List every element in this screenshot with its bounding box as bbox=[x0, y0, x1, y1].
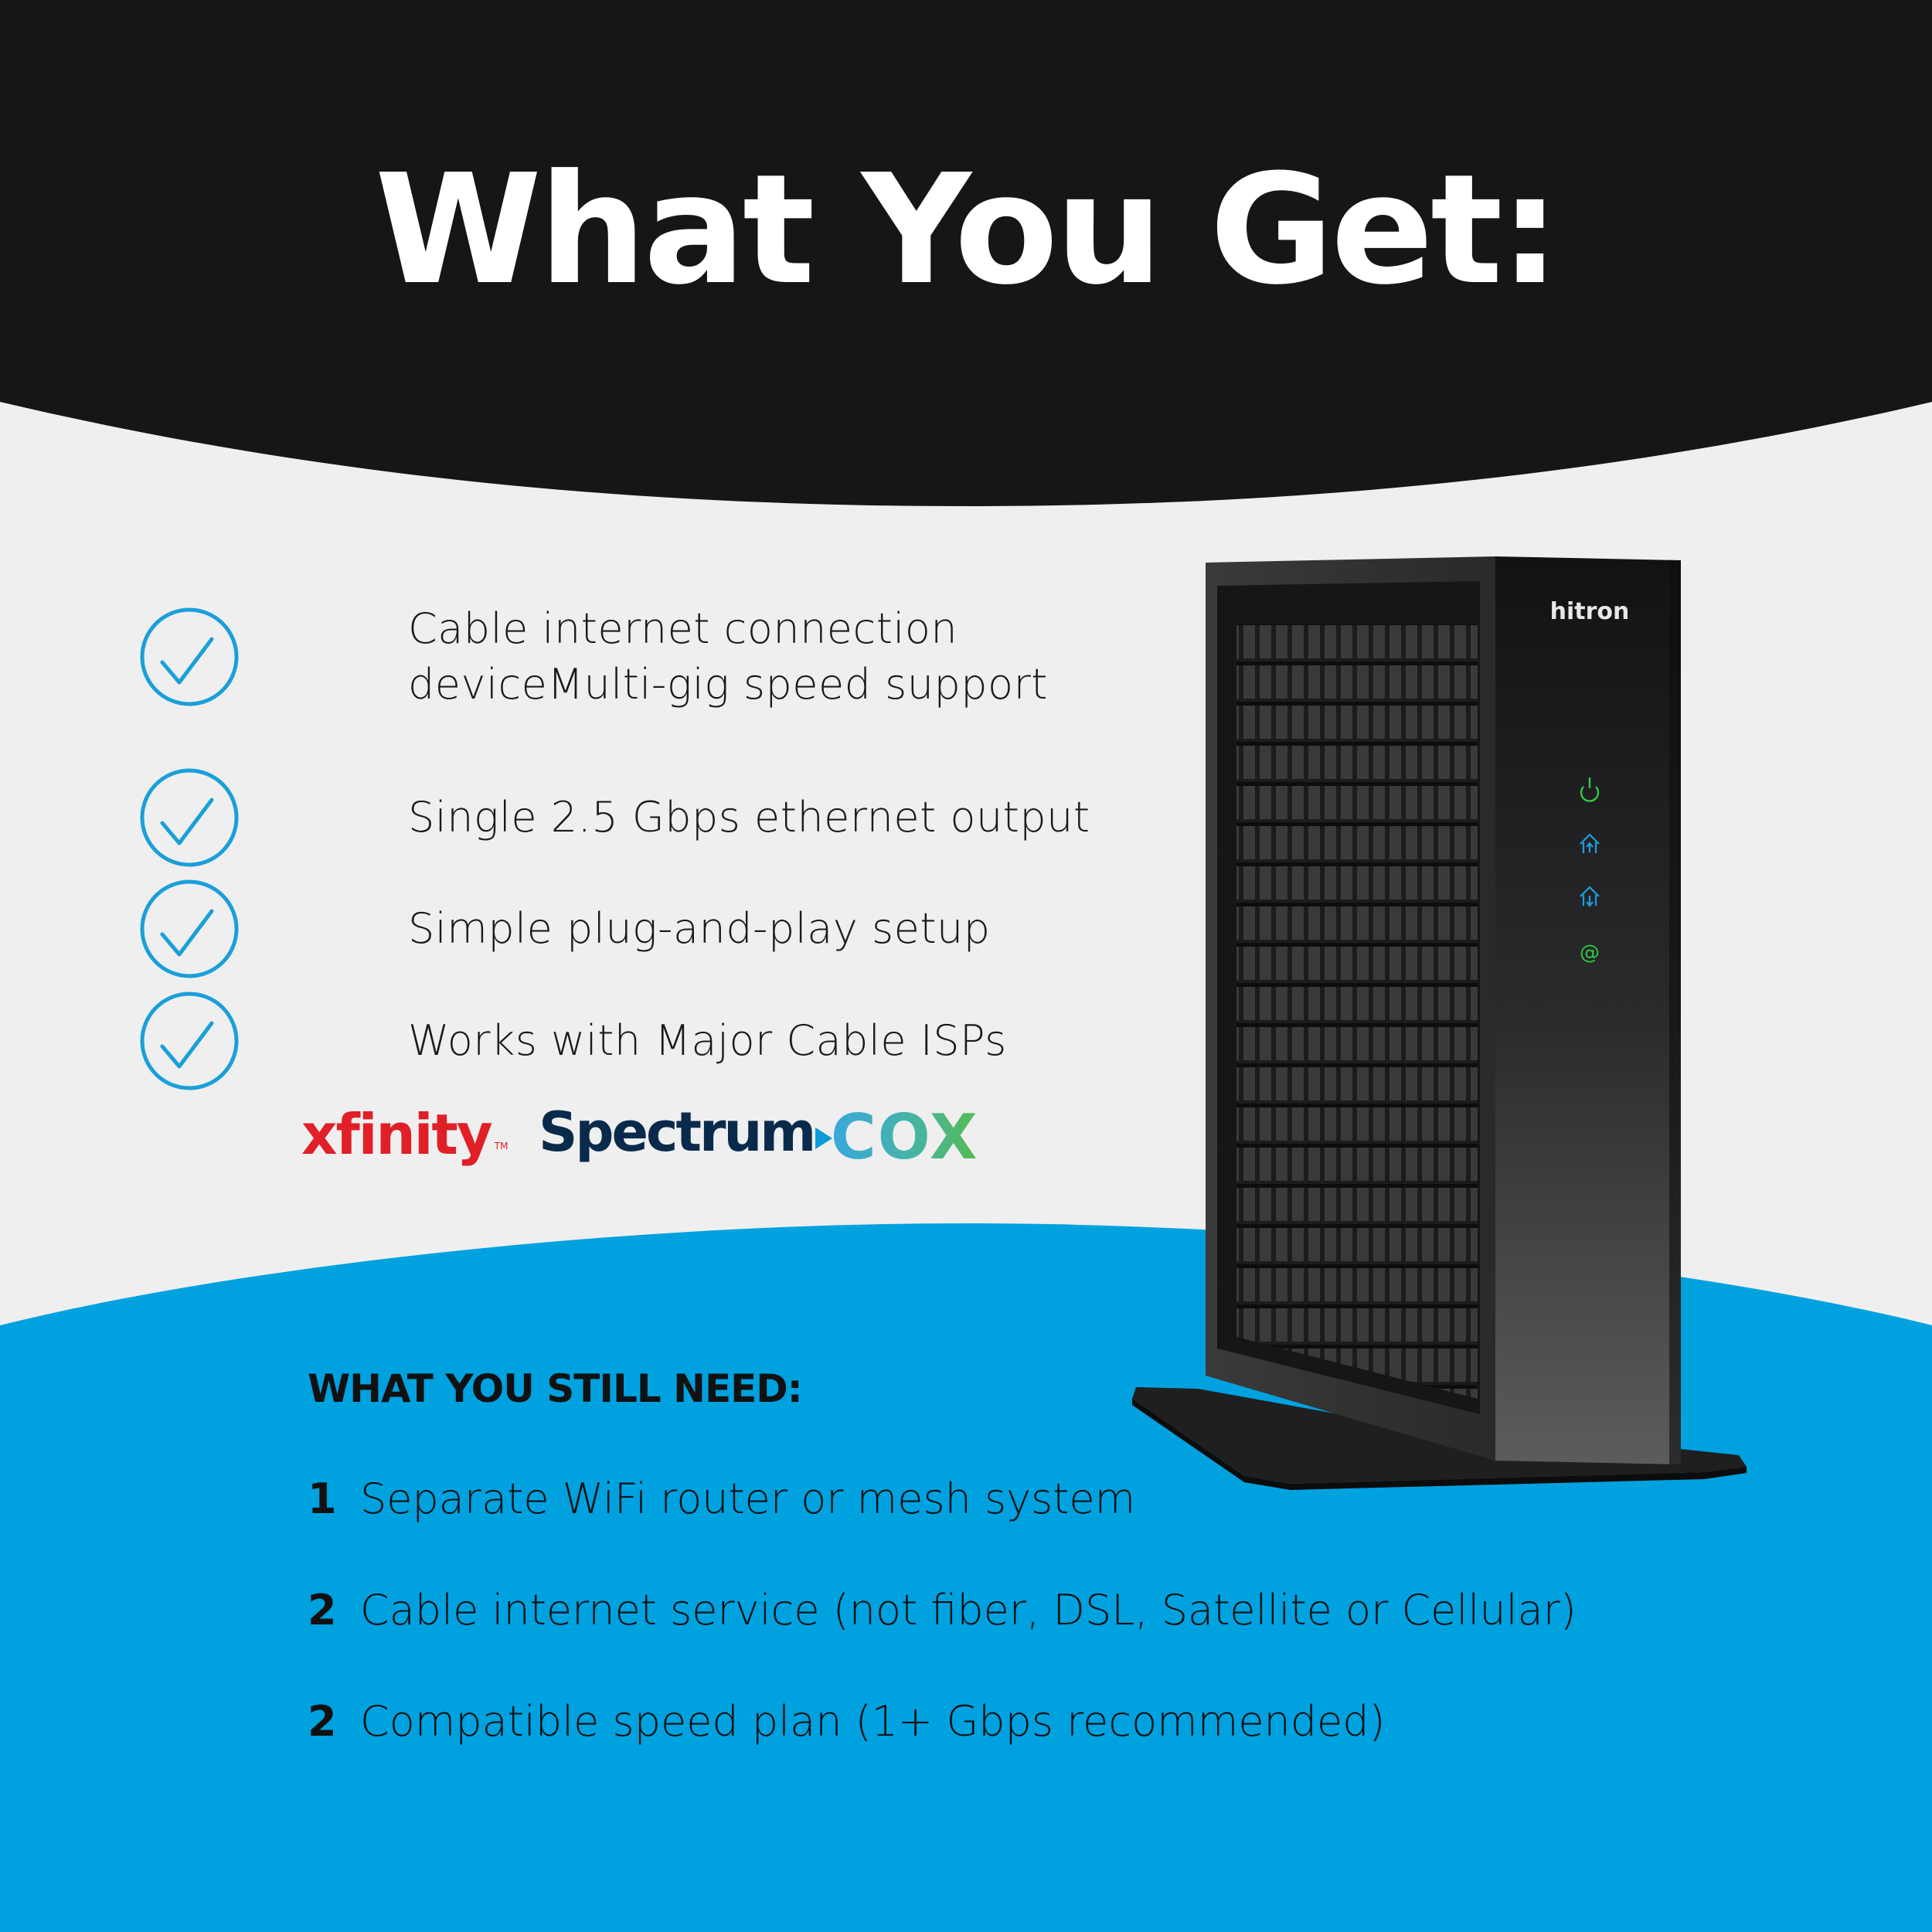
need-item: 2 Cable internet service (not fiber, DSL,… bbox=[308, 1586, 1577, 1634]
need-item-text: Compatible speed plan (1+ Gbps recommend… bbox=[360, 1697, 1386, 1746]
upstream-led-icon bbox=[1580, 833, 1600, 853]
check-circle-icon bbox=[140, 768, 239, 867]
feature-text: Simple plug-and-play setup bbox=[408, 901, 991, 957]
check-circle-icon bbox=[140, 879, 239, 978]
feature-text: Single 2.5 Gbps ethernet output bbox=[408, 790, 1090, 845]
cox-logo: COX bbox=[831, 1101, 979, 1173]
need-item-number: 2 bbox=[308, 1697, 337, 1746]
power-led-icon bbox=[1580, 777, 1600, 802]
spectrum-arrow-icon bbox=[815, 1128, 833, 1149]
feature-item: Cable internet connection deviceMulti-gi… bbox=[139, 601, 1048, 713]
need-item-number: 1 bbox=[308, 1475, 337, 1523]
brand-logo: hitron bbox=[1550, 598, 1630, 625]
feature-line: Works with Major Cable ISPs bbox=[408, 1016, 1007, 1065]
still-need-heading: WHAT YOU STILL NEED: bbox=[308, 1366, 803, 1411]
side-panel bbox=[1495, 556, 1681, 1464]
feature-text: Works with Major Cable ISPs bbox=[408, 1013, 1007, 1069]
vent-grille bbox=[1236, 624, 1478, 1399]
header-arc bbox=[0, 0, 1932, 506]
downstream-led-icon bbox=[1580, 886, 1600, 907]
feature-line: Single 2.5 Gbps ethernet output bbox=[408, 793, 1090, 842]
check-circle-icon bbox=[140, 607, 239, 706]
spectrum-wordmark: Spectrum bbox=[539, 1100, 816, 1164]
trademark-mark: TM bbox=[494, 1141, 509, 1151]
cable-modem-image: hitron @ bbox=[1132, 556, 1747, 1490]
feature-item: Works with Major Cable ISPs bbox=[139, 991, 1007, 1091]
feature-item: Simple plug-and-play setup bbox=[139, 879, 991, 979]
feature-text: Cable internet connection deviceMulti-gi… bbox=[408, 601, 1048, 713]
need-item: 1 Separate WiFi router or mesh system bbox=[308, 1475, 1135, 1523]
feature-line: Cable internet connection bbox=[408, 604, 958, 653]
feature-item: Single 2.5 Gbps ethernet output bbox=[139, 767, 1090, 868]
page-title: What You Get: bbox=[374, 142, 1560, 318]
online-led-icon: @ bbox=[1580, 941, 1600, 964]
need-item: 2 Compatible speed plan (1+ Gbps recommen… bbox=[308, 1697, 1386, 1746]
xfinity-wordmark: xfinity bbox=[301, 1102, 493, 1167]
feature-line: Simple plug-and-play setup bbox=[408, 904, 991, 953]
check-circle-icon bbox=[140, 992, 239, 1090]
spectrum-logo: Spectrum bbox=[539, 1105, 833, 1159]
need-item-text: Separate WiFi router or mesh system bbox=[360, 1475, 1136, 1523]
need-item-text: Cable internet service (not fiber, DSL, … bbox=[360, 1586, 1577, 1634]
feature-line: deviceMulti-gig speed support bbox=[408, 660, 1048, 709]
need-item-number: 2 bbox=[308, 1586, 337, 1634]
